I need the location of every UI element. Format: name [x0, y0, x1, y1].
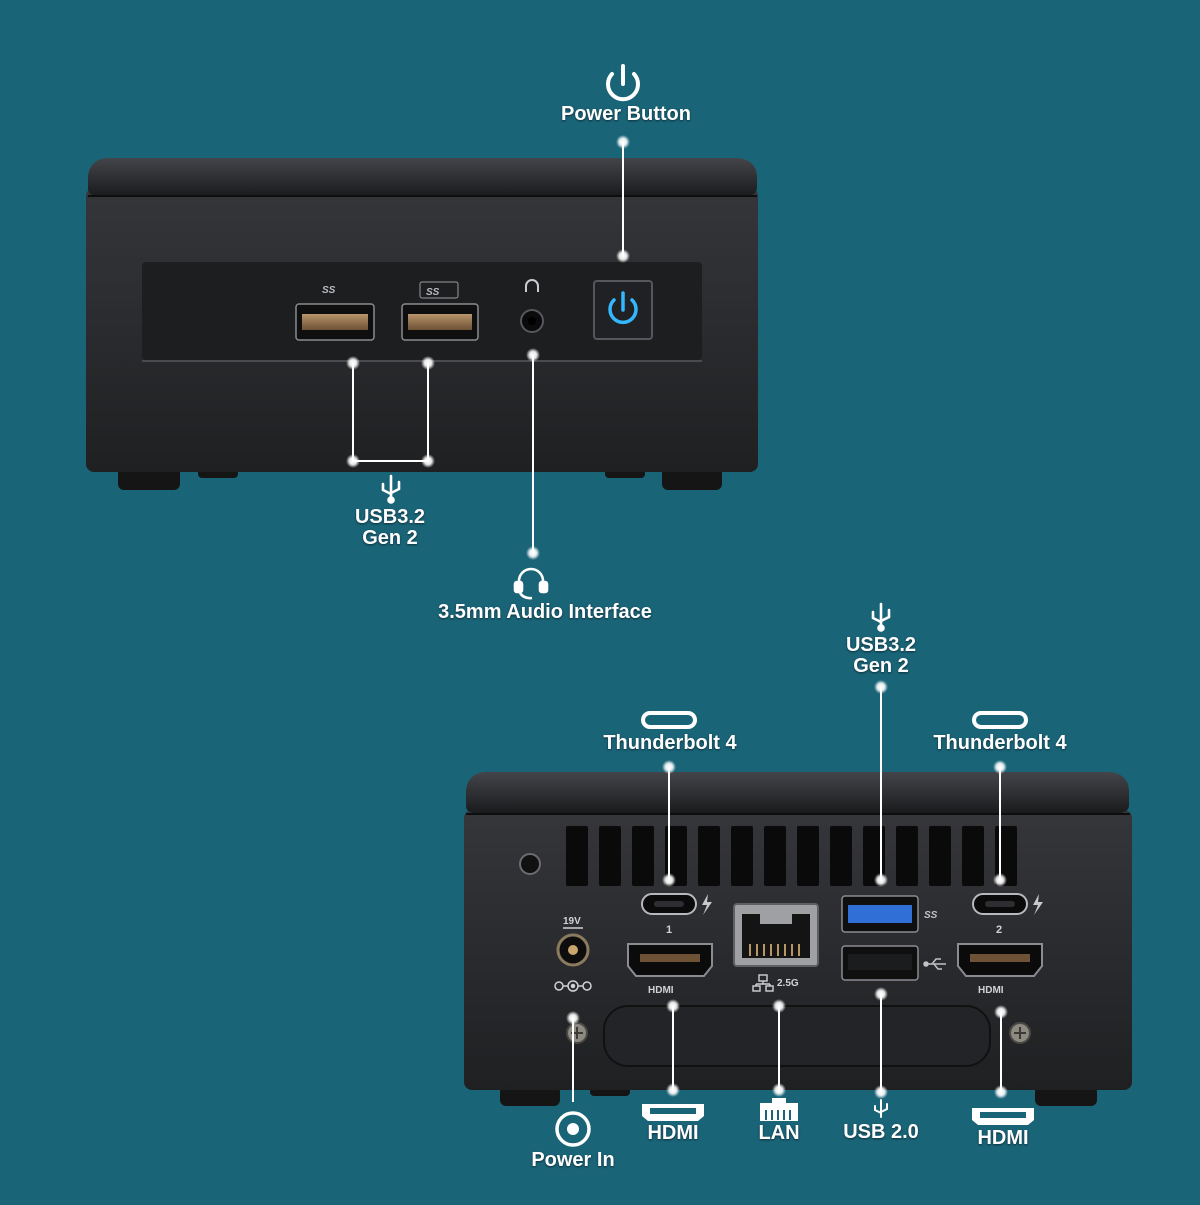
lan-label: LAN [758, 1122, 800, 1144]
hdmi-icon [642, 1104, 704, 1121]
front-callout-dots [346, 135, 630, 560]
rear-lan-network-icon [752, 974, 774, 992]
rear-lid [466, 772, 1129, 813]
power-icon [606, 64, 640, 102]
rear-device: 19V 1 2 HDMI HDMI [464, 772, 1132, 1106]
front-lid [88, 158, 757, 196]
front-usb-port-2-tongue [408, 314, 472, 330]
usb-icon-rear-top [871, 602, 891, 632]
ethernet-icon [760, 1098, 798, 1121]
headset-icon [513, 567, 549, 600]
front-ss-logo-2-box [419, 281, 459, 299]
rear-lan-speed: 2.5G [777, 978, 799, 989]
rear-callout-dots [566, 680, 1008, 1099]
rear-usb-label-line2: Gen 2 [853, 655, 909, 677]
rear-dc-polarity-icon [554, 980, 592, 992]
rear-blank-panel [603, 1005, 991, 1067]
power-button-label: Power Button [561, 103, 691, 125]
front-usb-label: USB3.2 Gen 2 [340, 507, 440, 549]
front-headphone-icon [525, 279, 539, 292]
rear-foot-right [1035, 1086, 1097, 1106]
front-callouts [352, 142, 624, 553]
hdmi-left-label: HDMI [647, 1122, 699, 1144]
rear-usb-label: USB3.2 Gen 2 [831, 635, 931, 677]
usb2-label: USB 2.0 [843, 1121, 919, 1143]
rear-vent-slots [566, 826, 1017, 886]
usb-c-icon [641, 711, 697, 729]
rear-tb-bolt-1 [702, 894, 712, 915]
rear-ss-logo: SS [924, 910, 938, 921]
front-ss-logo-2: SS [426, 287, 440, 298]
rear-callouts [572, 687, 1002, 1102]
hdmi-right-label: HDMI [977, 1127, 1029, 1149]
rear-tb-number-2: 2 [996, 924, 1002, 936]
front-usb-port-1-tongue [302, 314, 368, 330]
front-usb-label-line2: Gen 2 [362, 527, 418, 549]
thunderbolt-left-label: Thunderbolt 4 [603, 732, 737, 754]
rear-hdmi-logo-left: HDMI [648, 985, 674, 996]
rear-foot-left [500, 1086, 560, 1106]
dc-jack-icon [555, 1111, 591, 1147]
front-usb-label-line1: USB3.2 [354, 506, 426, 528]
hdmi-icon-right [972, 1108, 1034, 1125]
power-in-label: Power In [531, 1149, 615, 1171]
rear-voltage-label: 19V [563, 916, 581, 927]
front-audio-jack-hole [528, 317, 536, 325]
front-device: SS SS [86, 158, 758, 490]
usb-icon [381, 474, 401, 504]
rear-lock-slot [519, 853, 541, 875]
rear-usb-symbol [923, 958, 946, 970]
usb-c-icon-right [972, 711, 1028, 729]
rear-tb-bolt-2 [1033, 894, 1043, 915]
thunderbolt-right-label: Thunderbolt 4 [933, 732, 1067, 754]
rear-tb-number-1: 1 [666, 924, 672, 936]
power-led-icon [608, 291, 638, 325]
front-ss-logo-1: SS [322, 285, 336, 296]
audio-interface-label: 3.5mm Audio Interface [438, 601, 652, 623]
rear-usb-label-line1: USB3.2 [845, 634, 917, 656]
rear-hdmi-logo-right: HDMI [978, 985, 1004, 996]
usb-icon-rear-bottom [874, 1099, 888, 1118]
